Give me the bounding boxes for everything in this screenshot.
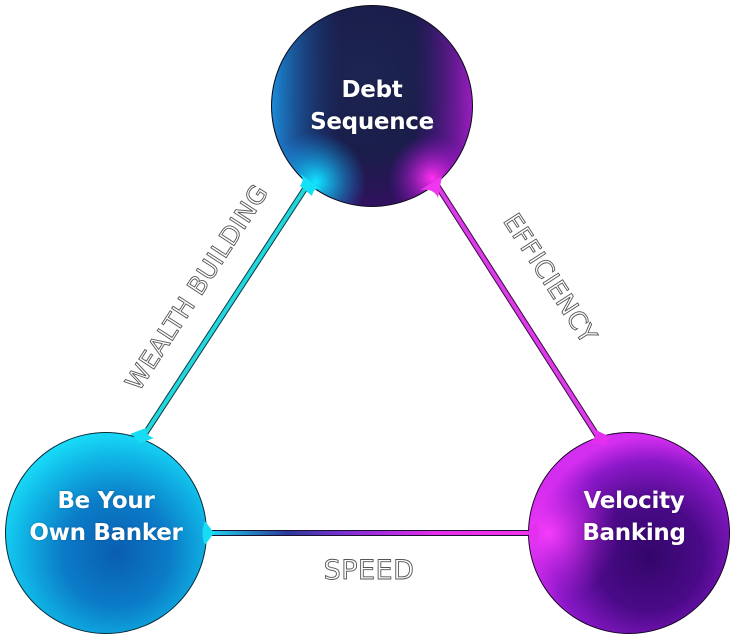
edge-wealth-building — [138, 175, 315, 443]
edge-label-speed: SPEED — [324, 555, 415, 586]
node-be-your-own-banker[interactable] — [5, 428, 214, 634]
edge-label-wealth-building: WEALTH BUILDING — [120, 179, 275, 395]
edge-efficiency — [428, 173, 603, 443]
node-debt-sequence[interactable] — [271, 5, 473, 207]
node-velocity-banking[interactable] — [527, 430, 730, 634]
edge-label-efficiency: EFFICIENCY — [498, 208, 603, 349]
